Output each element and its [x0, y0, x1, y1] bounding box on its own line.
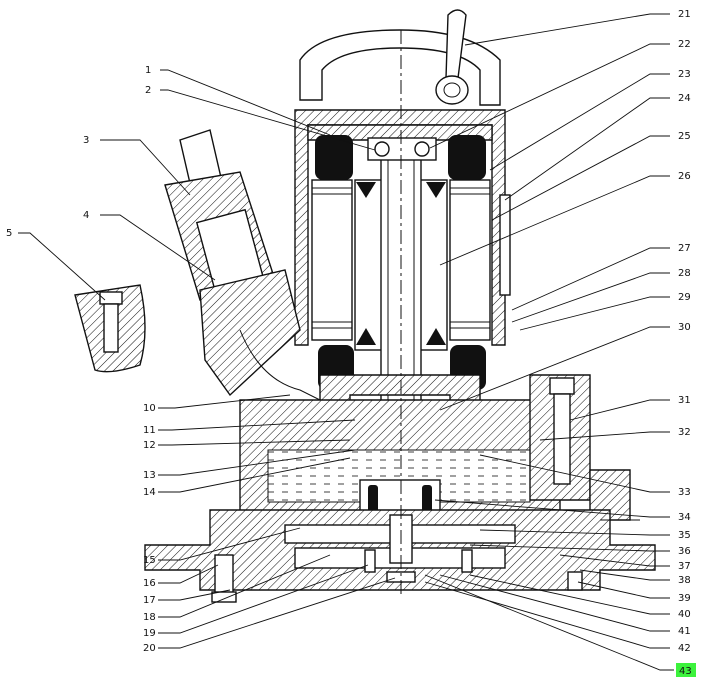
label-37: 37: [678, 561, 691, 572]
label-38: 38: [678, 575, 691, 586]
leader-lines-left: [18, 69, 396, 649]
cable-entry: [164, 129, 341, 411]
label-11: 11: [143, 425, 156, 436]
label-41: 41: [678, 626, 691, 637]
label-2: 2: [145, 85, 151, 96]
label-14: 14: [143, 487, 156, 498]
label-22: 22: [678, 39, 691, 50]
label-4: 4: [83, 210, 89, 221]
label-30: 30: [678, 322, 691, 333]
label-32: 32: [678, 427, 691, 438]
label-26: 26: [678, 171, 691, 182]
label-21: 21: [678, 9, 691, 20]
highlighted-label-43: 43: [676, 663, 696, 677]
label-42: 42: [678, 643, 691, 654]
label-5: 5: [6, 228, 12, 239]
label-35: 35: [678, 530, 691, 541]
label-40: 40: [678, 609, 691, 620]
highlight-box: [676, 663, 696, 677]
labels-right: 21 22 23 24 25 26 27 28 29 30 31 32 33 34 35 36 37 38 39 40…: [678, 9, 691, 654]
leader-lines-right: [424, 13, 674, 671]
label-36: 36: [678, 546, 691, 557]
stator-core: [311, 179, 491, 341]
oil-chamber: [239, 399, 561, 521]
label-39: 39: [678, 593, 691, 604]
label-10: 10: [143, 403, 156, 414]
label-1: 1: [145, 65, 151, 76]
label-13: 13: [143, 470, 156, 481]
label-12: 12: [143, 440, 156, 451]
label-15: 15: [143, 555, 156, 566]
label-29: 29: [678, 292, 691, 303]
label-16: 16: [143, 578, 156, 589]
label-27: 27: [678, 243, 691, 254]
label-31: 31: [678, 395, 691, 406]
label-34: 34: [678, 512, 691, 523]
label-24: 24: [678, 93, 691, 104]
label-20: 20: [143, 643, 156, 654]
label-19: 19: [143, 628, 156, 639]
label-17: 17: [143, 595, 156, 606]
label-43: 43: [679, 666, 692, 677]
label-18: 18: [143, 612, 156, 623]
motor-housing: [294, 109, 511, 346]
upper-bearing: [367, 137, 437, 161]
label-25: 25: [678, 131, 691, 142]
handle: [299, 9, 501, 106]
side-bolt-housing: [529, 374, 631, 521]
screw-detail-view: [74, 284, 146, 373]
label-23: 23: [678, 69, 691, 80]
label-3: 3: [83, 135, 89, 146]
label-28: 28: [678, 268, 691, 279]
label-33: 33: [678, 487, 691, 498]
